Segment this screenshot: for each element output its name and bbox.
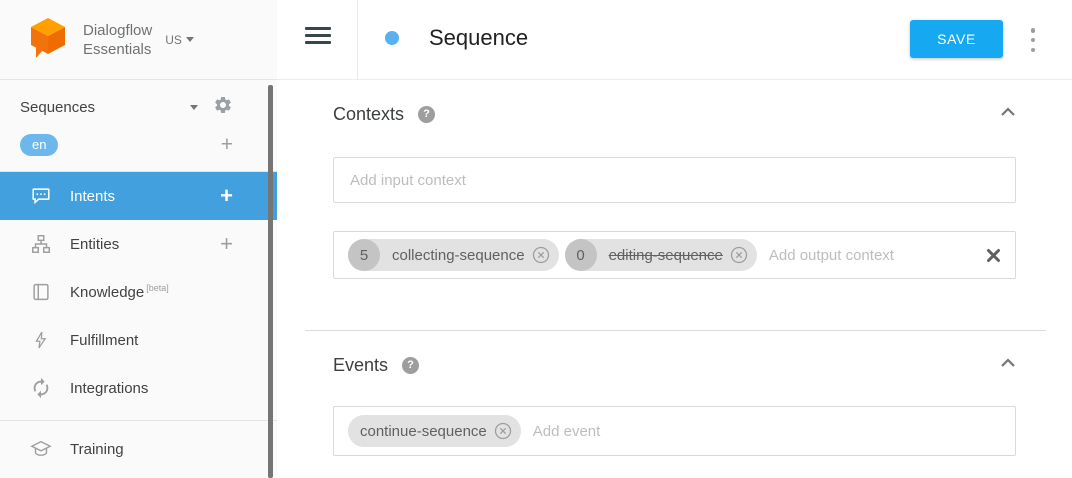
- book-icon: [30, 281, 52, 303]
- collapse-chevron-up-icon[interactable]: [996, 100, 1020, 129]
- header-divider: [357, 0, 358, 80]
- add-intent-button[interactable]: +: [220, 183, 233, 208]
- events-title: Events: [333, 354, 389, 375]
- intent-status-dot: [385, 31, 399, 45]
- sidebar-scrollbar[interactable]: [268, 85, 273, 478]
- chat-bubble-icon: [30, 185, 52, 207]
- sidebar-item-fulfillment[interactable]: Fulfillment: [0, 316, 277, 364]
- save-button[interactable]: SAVE: [910, 20, 1003, 58]
- sidebar-item-label: Fulfillment: [70, 331, 139, 349]
- collapse-chevron-up-icon[interactable]: [996, 351, 1020, 380]
- more-options-kebab-icon[interactable]: [1026, 28, 1040, 52]
- add-event-input[interactable]: [532, 422, 1001, 440]
- help-icon[interactable]: ?: [402, 356, 420, 374]
- region-label: US: [165, 32, 182, 47]
- language-badge[interactable]: en: [20, 134, 59, 156]
- help-icon[interactable]: ?: [418, 105, 436, 123]
- sidebar-item-knowledge[interactable]: Knowledge[beta]: [0, 268, 277, 316]
- add-entity-button[interactable]: +: [220, 231, 233, 256]
- sidebar-item-entities[interactable]: Entities +: [0, 220, 277, 268]
- output-context-chip: 5 collecting-sequence: [348, 239, 559, 271]
- events-field[interactable]: continue-sequence: [333, 406, 1016, 456]
- event-chip-label: continue-sequence: [360, 422, 487, 440]
- beta-tag: [beta]: [146, 283, 169, 293]
- menu-hamburger-icon[interactable]: [305, 27, 331, 44]
- sidebar-divider: [0, 171, 277, 172]
- sidebar-divider: [0, 420, 277, 421]
- sidebar-item-label: Training: [70, 440, 124, 458]
- event-chip: continue-sequence: [348, 415, 521, 447]
- sidebar-item-training[interactable]: Training: [0, 425, 277, 473]
- remove-context-icon[interactable]: [531, 245, 551, 265]
- sidebar: Dialogflow Essentials US Sequences en +: [0, 0, 277, 478]
- dialogflow-logo-icon: [31, 17, 65, 58]
- region-selector[interactable]: US: [165, 33, 194, 47]
- sidebar-item-label: Entities: [70, 235, 120, 253]
- context-lifespan-badge: 5: [348, 239, 380, 271]
- main-panel: Sequence SAVE Contexts ? 5 collecting-se…: [277, 0, 1072, 478]
- agent-name[interactable]: Sequences: [20, 98, 96, 116]
- intent-header: Sequence SAVE: [277, 0, 1072, 80]
- language-row: en +: [0, 128, 277, 162]
- agent-selector-row: Sequences: [0, 86, 277, 128]
- events-section-header: Events ?: [333, 354, 1016, 376]
- sidebar-item-intents[interactable]: Intents +: [0, 172, 277, 220]
- brand-header: Dialogflow Essentials US: [0, 0, 277, 80]
- chevron-down-icon: [185, 37, 194, 42]
- agent-settings-gear-icon[interactable]: [213, 95, 233, 120]
- context-lifespan-badge: 0: [564, 239, 597, 271]
- intent-editor-content: Contexts ? 5 collecting-sequence 0 edi: [277, 103, 1072, 456]
- intent-name-field[interactable]: Sequence: [429, 25, 529, 50]
- context-chip-label: editing-sequence: [608, 246, 723, 264]
- sync-arrows-icon: [30, 377, 52, 399]
- sidebar-item-label: Knowledge[beta]: [70, 283, 169, 301]
- clear-contexts-icon[interactable]: [986, 248, 1001, 263]
- agent-chevron-down-icon[interactable]: [190, 104, 198, 110]
- output-context-field[interactable]: 5 collecting-sequence 0 editing-sequence: [333, 231, 1016, 279]
- sidebar-item-label: Integrations: [70, 379, 149, 397]
- contexts-section-header: Contexts ?: [333, 103, 1016, 125]
- sidebar-item-label: Intents: [70, 187, 116, 205]
- output-context-chip: 0 editing-sequence: [564, 239, 757, 271]
- section-divider: [305, 330, 1046, 331]
- input-context-field[interactable]: [333, 157, 1016, 203]
- graduation-cap-icon: [30, 438, 52, 460]
- context-chip-label: collecting-sequence: [392, 246, 525, 264]
- remove-context-icon[interactable]: [729, 245, 749, 265]
- add-output-context-input[interactable]: [768, 246, 986, 264]
- sitemap-icon: [30, 233, 52, 255]
- remove-event-icon[interactable]: [493, 421, 513, 441]
- contexts-title: Contexts: [333, 103, 405, 124]
- add-language-button[interactable]: +: [220, 133, 233, 156]
- sidebar-item-integrations[interactable]: Integrations: [0, 364, 277, 412]
- lightning-bolt-icon: [30, 329, 52, 351]
- brand-name: Dialogflow Essentials: [83, 21, 153, 58]
